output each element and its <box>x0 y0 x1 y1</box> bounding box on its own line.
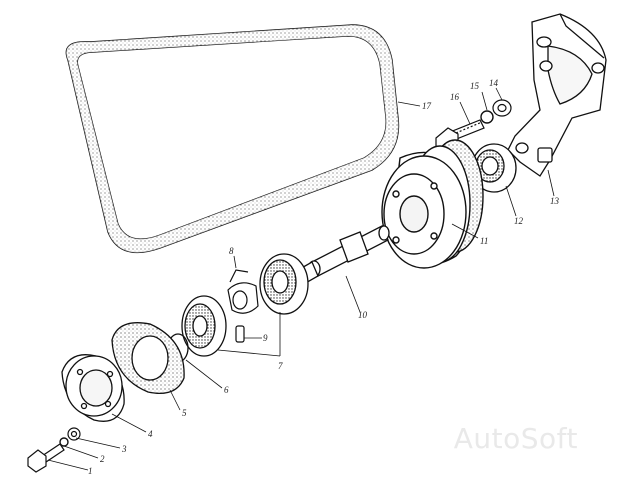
shaft-10 <box>297 225 390 285</box>
drive-belt <box>65 24 400 254</box>
washer-14 <box>492 99 512 117</box>
label-part-6: 6 <box>224 385 229 395</box>
part-labels: 1 2 3 4 5 6 7 8 9 10 11 12 13 14 15 16 1… <box>88 78 560 476</box>
pulley-11 <box>381 139 484 269</box>
label-part-14: 14 <box>489 78 499 88</box>
spacer-8 <box>227 269 259 314</box>
bearing-7-right <box>259 253 309 315</box>
bolt-1 <box>27 443 65 473</box>
spring-washer-15 <box>480 110 494 124</box>
label-part-13: 13 <box>550 196 560 206</box>
leader-lines <box>47 87 555 471</box>
label-part-15: 15 <box>470 81 480 91</box>
label-part-2: 2 <box>100 454 105 464</box>
label-part-17: 17 <box>422 101 432 111</box>
label-part-8: 8 <box>229 246 234 256</box>
watermark: AutoSoft <box>453 422 578 455</box>
label-part-7: 7 <box>278 361 283 371</box>
seal-12 <box>471 143 517 193</box>
key-9 <box>235 325 245 343</box>
label-part-10: 10 <box>358 310 368 320</box>
label-part-9: 9 <box>263 333 268 343</box>
label-part-5: 5 <box>182 408 187 418</box>
washer-3 <box>67 427 81 441</box>
bearing-7-left <box>181 295 227 357</box>
label-part-11: 11 <box>480 236 488 246</box>
label-part-1: 1 <box>88 466 93 476</box>
cover-4 <box>61 354 125 422</box>
label-part-12: 12 <box>514 216 524 226</box>
gasket-5 <box>111 322 185 395</box>
label-part-3: 3 <box>121 444 127 454</box>
mounting-bracket <box>507 13 607 177</box>
label-part-4: 4 <box>148 429 153 439</box>
label-part-16: 16 <box>450 92 460 102</box>
